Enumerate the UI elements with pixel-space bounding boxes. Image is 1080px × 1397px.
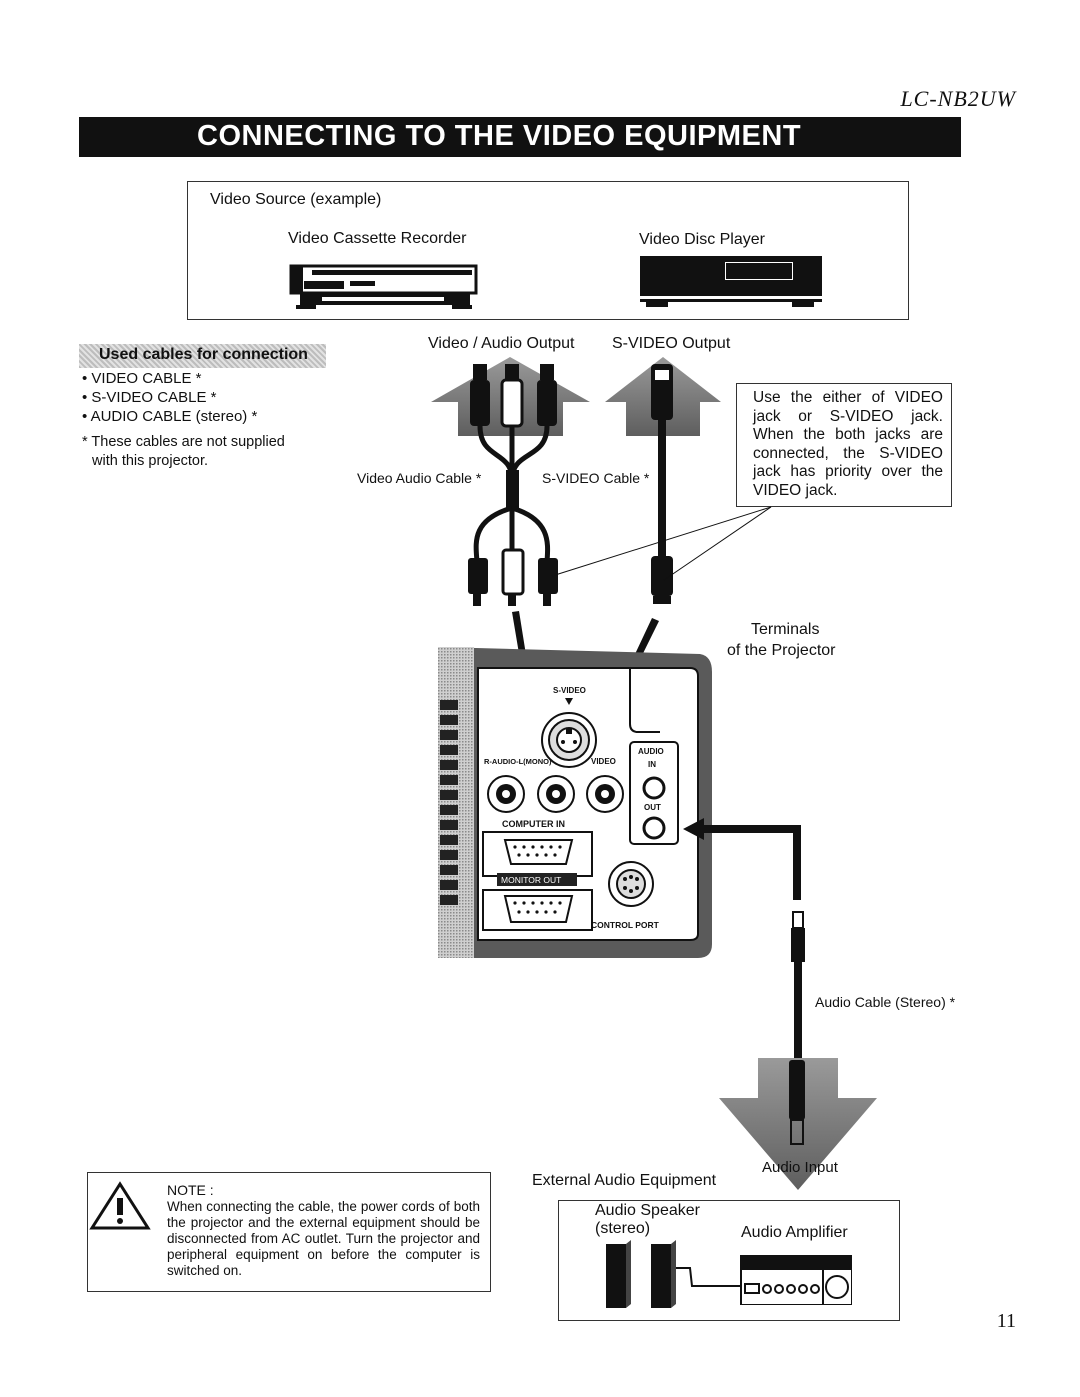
warning-icon <box>89 1181 151 1230</box>
video-disc-player-icon <box>640 256 822 307</box>
computer-in-label: COMPUTER IN <box>502 819 565 829</box>
terminals-label-line2: of the Projector <box>727 642 836 659</box>
svideo-cable-label: S-VIDEO Cable * <box>542 470 650 486</box>
svideo-cable <box>651 364 673 604</box>
terminals-label: Terminals <box>751 621 820 638</box>
list-item: • AUDIO CABLE (stereo) * <box>82 408 258 425</box>
vcr-label: Video Cassette Recorder <box>288 230 467 247</box>
list-item: • VIDEO CABLE * <box>82 370 202 387</box>
used-cables-heading-bar: Used cables for connection <box>79 344 326 368</box>
vdp-label: Video Disc Player <box>639 231 765 248</box>
audio-jack-label: R-AUDIO-L(MONO) <box>484 757 552 766</box>
note-line: with this projector. <box>92 453 209 469</box>
audio-amplifier-icon <box>740 1255 852 1305</box>
note-line: * These cables are not supplied <box>82 434 285 450</box>
svideo-output-label: S-VIDEO Output <box>612 335 731 352</box>
page-title: CONNECTING TO THE VIDEO EQUIPMENT <box>197 120 802 152</box>
video-source-box: Video Source (example) Video Cassette Re… <box>187 181 909 320</box>
control-port-label: CONTROL PORT <box>591 920 659 930</box>
audio-in-label: IN <box>648 760 656 769</box>
cables-not-supplied-note: * These cables are not supplied with thi… <box>82 433 322 471</box>
svideo-jack-label: S-VIDEO <box>553 686 586 695</box>
note-box: NOTE : When connecting the cable, the po… <box>87 1172 491 1292</box>
audio-out-label: OUT <box>644 803 661 812</box>
video-jack-label: VIDEO <box>591 757 616 766</box>
page-number: 11 <box>996 1310 1016 1332</box>
video-audio-cable-label: Video Audio Cable * <box>357 470 482 486</box>
used-cables-heading: Used cables for connection <box>99 346 308 363</box>
model-number: LC-NB2UW <box>900 86 1016 111</box>
video-source-heading: Video Source (example) <box>210 191 382 208</box>
audio-out-arrow <box>683 818 801 900</box>
audio-io-label: AUDIO <box>638 747 664 756</box>
vcr-icon <box>289 264 478 309</box>
page-title-banner: CONNECTING TO THE VIDEO EQUIPMENT <box>79 117 961 157</box>
audio-cable <box>791 911 805 1062</box>
monitor-out-label: MONITOR OUT <box>501 875 562 885</box>
audio-input-label: Audio Input <box>762 1159 838 1176</box>
projector-terminal-panel <box>438 647 712 958</box>
speaker-label-line2: (stereo) <box>595 1220 651 1237</box>
audio-speaker-icon <box>606 1240 740 1308</box>
speaker-label: Audio Speaker <box>595 1202 700 1219</box>
note-text: When connecting the cable, the power cor… <box>167 1199 480 1278</box>
used-cables-list: • VIDEO CABLE * • S-VIDEO CABLE * • AUDI… <box>82 369 257 426</box>
list-item: • S-VIDEO CABLE * <box>82 389 217 406</box>
note-label: NOTE : <box>167 1182 214 1198</box>
audio-input-arrow <box>719 1058 877 1190</box>
audio-cable-label: Audio Cable (Stereo) * <box>815 994 956 1010</box>
svideo-priority-text: Use the either of VIDEO jack or S-VIDEO … <box>753 389 943 499</box>
external-audio-heading: External Audio Equipment <box>532 1172 717 1189</box>
external-audio-box: Audio Speaker (stereo) Audio Amplifier <box>558 1200 900 1321</box>
amplifier-label: Audio Amplifier <box>741 1224 848 1241</box>
svideo-priority-info-box: Use the either of VIDEO jack or S-VIDEO … <box>736 383 952 507</box>
audio-cable-bottom <box>789 1060 805 1145</box>
video-audio-output-label: Video / Audio Output <box>428 335 575 352</box>
video-audio-cable-top <box>468 364 558 606</box>
